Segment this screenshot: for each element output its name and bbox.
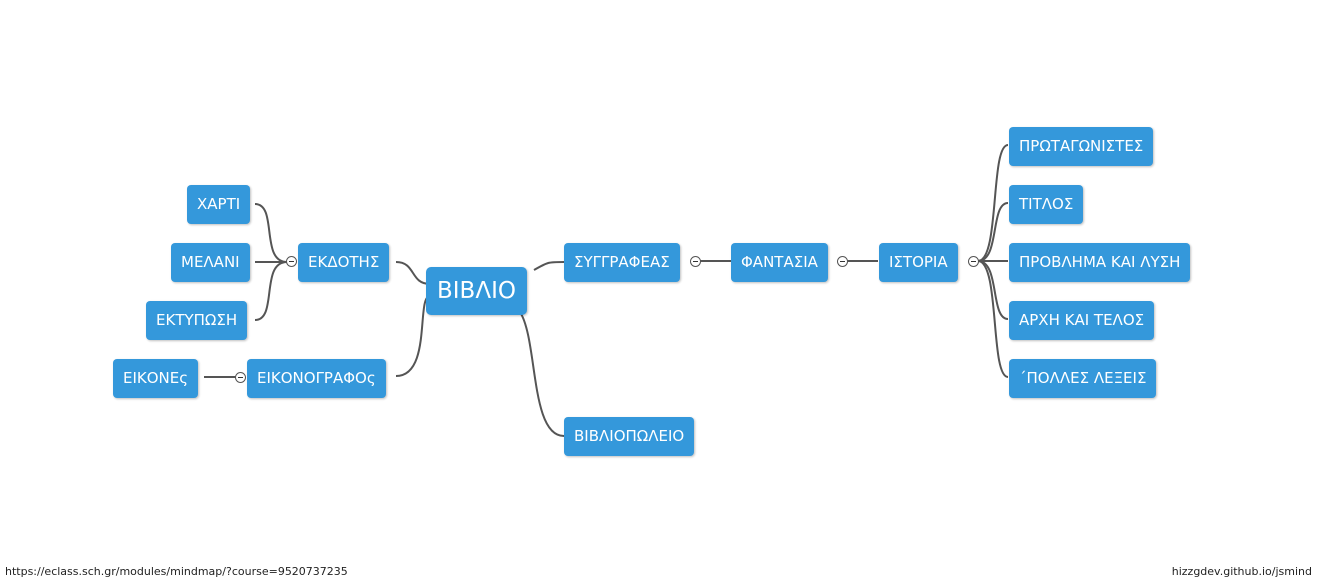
node-vivliopoleio[interactable]: ΒΙΒΛΙΟΠΩΛΕΙΟ <box>564 417 695 456</box>
link-istoria-polles <box>977 260 1009 378</box>
link-ekdotis-xarti <box>254 203 288 263</box>
link-root-eikonografos <box>395 295 431 377</box>
node-polles[interactable]: ΄ΠΟΛΛΕΣ ΛΕΞΕΙΣ <box>1009 359 1157 398</box>
collapse-toggle-icon[interactable] <box>837 256 848 267</box>
node-eikones[interactable]: ΕΙΚΟΝΕς <box>113 359 199 398</box>
link-istoria-protagonistes <box>977 144 1009 262</box>
link-root-ekdotis <box>395 261 431 285</box>
credit-text: hizzgdev.github.io/jsmind <box>1171 565 1312 578</box>
node-titlos[interactable]: ΤΙΤΛΟΣ <box>1009 185 1084 224</box>
collapse-toggle-icon[interactable] <box>690 256 701 267</box>
node-protagonistes[interactable]: ΠΡΩΤΑΓΩΝΙΣΤΕΣ <box>1009 127 1154 166</box>
link-istoria-arxi <box>977 260 1009 320</box>
link-ekdotis-ektyposi <box>254 261 288 321</box>
node-eikonografos[interactable]: ΕΙΚΟΝΟΓΡΑΦΟς <box>247 359 386 398</box>
node-ektyposi[interactable]: ΕΚΤΥΠΩΣΗ <box>146 301 248 340</box>
node-fantasia[interactable]: ΦΑΝΤΑΣΙΑ <box>731 243 828 282</box>
node-provlima[interactable]: ΠΡΟΒΛΗΜΑ ΚΑΙ ΛΥΣΗ <box>1009 243 1191 282</box>
link-istoria-titlos <box>977 202 1009 262</box>
collapse-toggle-icon[interactable] <box>235 372 246 383</box>
node-xarti[interactable]: ΧΑΡΤΙ <box>187 185 251 224</box>
node-istoria[interactable]: ΙΣΤΟΡΙΑ <box>879 243 958 282</box>
node-melani[interactable]: ΜΕΛΑΝΙ <box>171 243 250 282</box>
collapse-toggle-icon[interactable] <box>968 256 979 267</box>
node-syggrafeas[interactable]: ΣΥΓΓΡΑΦΕΑΣ <box>564 243 680 282</box>
link-root-syggrafeas <box>533 261 565 271</box>
page-url: https://eclass.sch.gr/modules/mindmap/?c… <box>5 565 348 578</box>
root-node[interactable]: ΒΙΒΛΙΟ <box>426 267 527 315</box>
node-ekdotis[interactable]: ΕΚΔΟΤΗΣ <box>298 243 390 282</box>
node-arxi[interactable]: ΑΡΧΗ ΚΑΙ ΤΕΛΟΣ <box>1009 301 1155 340</box>
collapse-toggle-icon[interactable] <box>286 256 297 267</box>
link-root-vivliopoleio <box>519 311 565 437</box>
